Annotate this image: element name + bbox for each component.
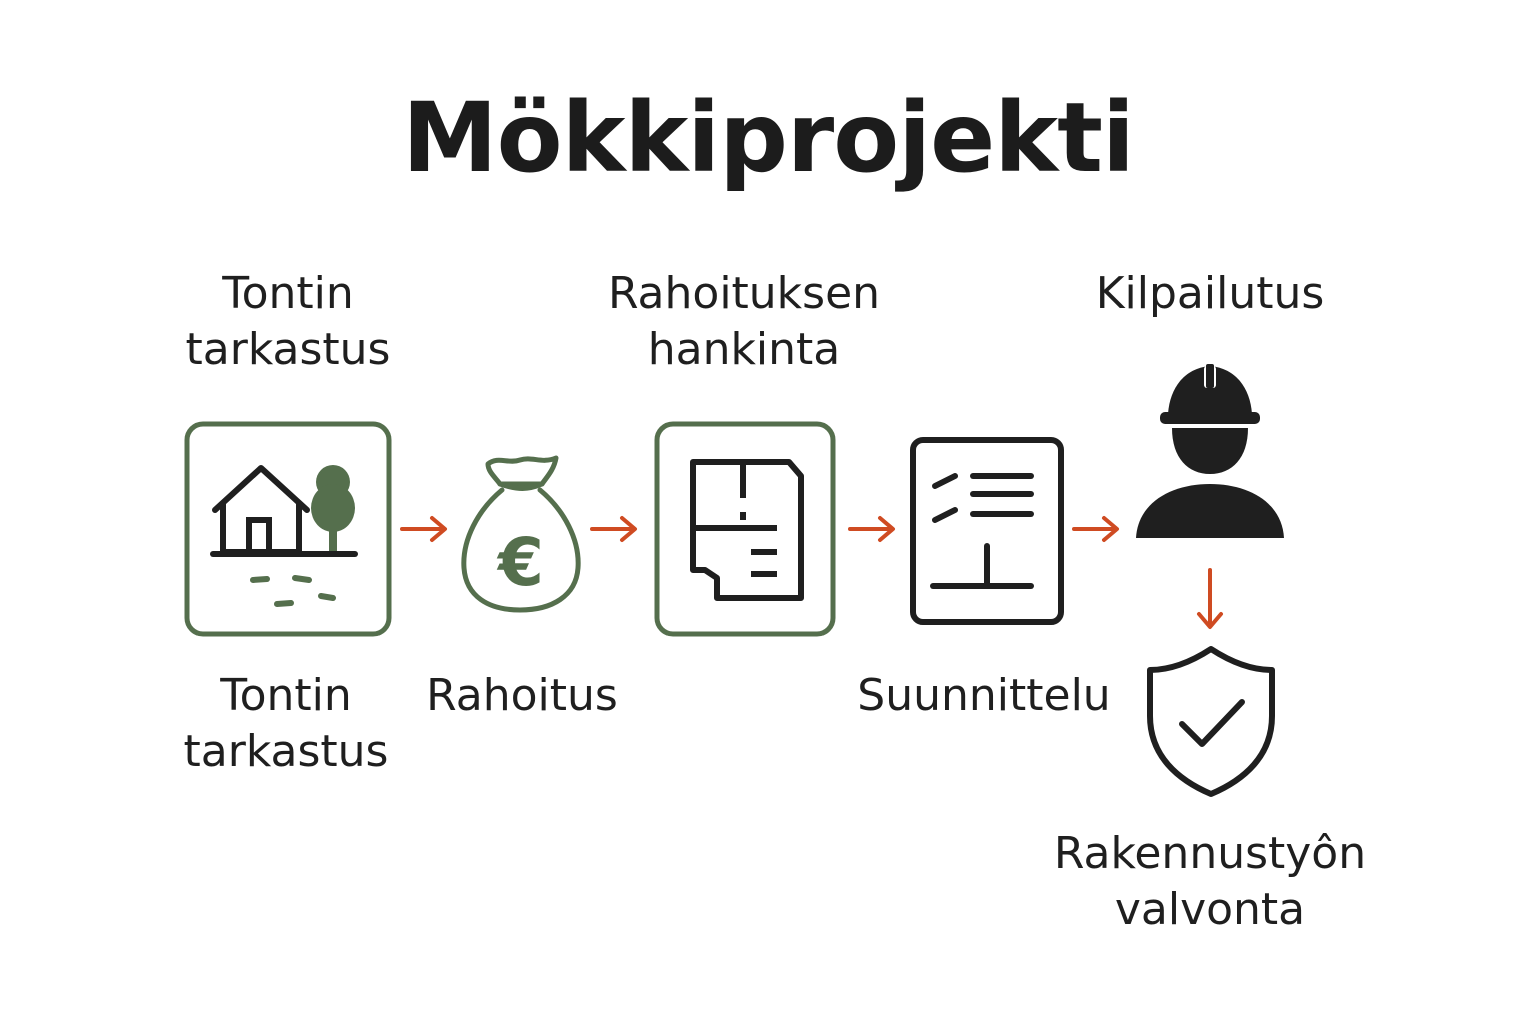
construction-worker-icon (1136, 364, 1284, 538)
label-top-tontin-tarkastus: Tontin tarkastus (168, 266, 408, 378)
floor-plan-icon (654, 421, 836, 637)
label-bottom-rahoitus: Rahoitus (412, 668, 632, 724)
label-top-kilpailutus: Kilpailutus (1080, 266, 1340, 322)
house-plot-icon (184, 421, 392, 637)
label-bottom-rakennustyon-valvonta: Rakennustyôn valvonta (1040, 826, 1380, 938)
label-bottom-tontin-tarkastus: Tontin tarkastus (166, 668, 406, 780)
shield-check-icon (1147, 646, 1275, 797)
label-bottom-suunnittelu: Suunnittelu (848, 668, 1120, 724)
label-line: Kilpailutus (1095, 268, 1325, 319)
label-top-rahoituksen-hankinta: Rahoituksen hankinta (594, 266, 894, 378)
arrow-right (590, 516, 637, 542)
label-line: Tontin (220, 670, 352, 721)
page-title: Mökkiprojekti (402, 82, 1135, 194)
label-line: tarkastus (185, 324, 391, 375)
label-line: Suunnittelu (857, 670, 1111, 721)
money-bag-euro-icon: € (461, 455, 581, 613)
label-line: tarkastus (183, 726, 389, 777)
arrow-down (1197, 568, 1223, 629)
euro-symbol: € (496, 524, 544, 601)
label-line: Rakennustyôn (1053, 828, 1367, 879)
arrow-right (400, 516, 447, 542)
arrow-right (848, 516, 895, 542)
arrow-right (1072, 516, 1119, 542)
label-line: valvonta (1114, 884, 1306, 935)
label-line: Tontin (222, 268, 354, 319)
label-line: Rahoituksen (607, 268, 881, 319)
document-list-icon (910, 437, 1064, 625)
label-line: Rahoitus (426, 670, 618, 721)
label-line: hankinta (647, 324, 841, 375)
